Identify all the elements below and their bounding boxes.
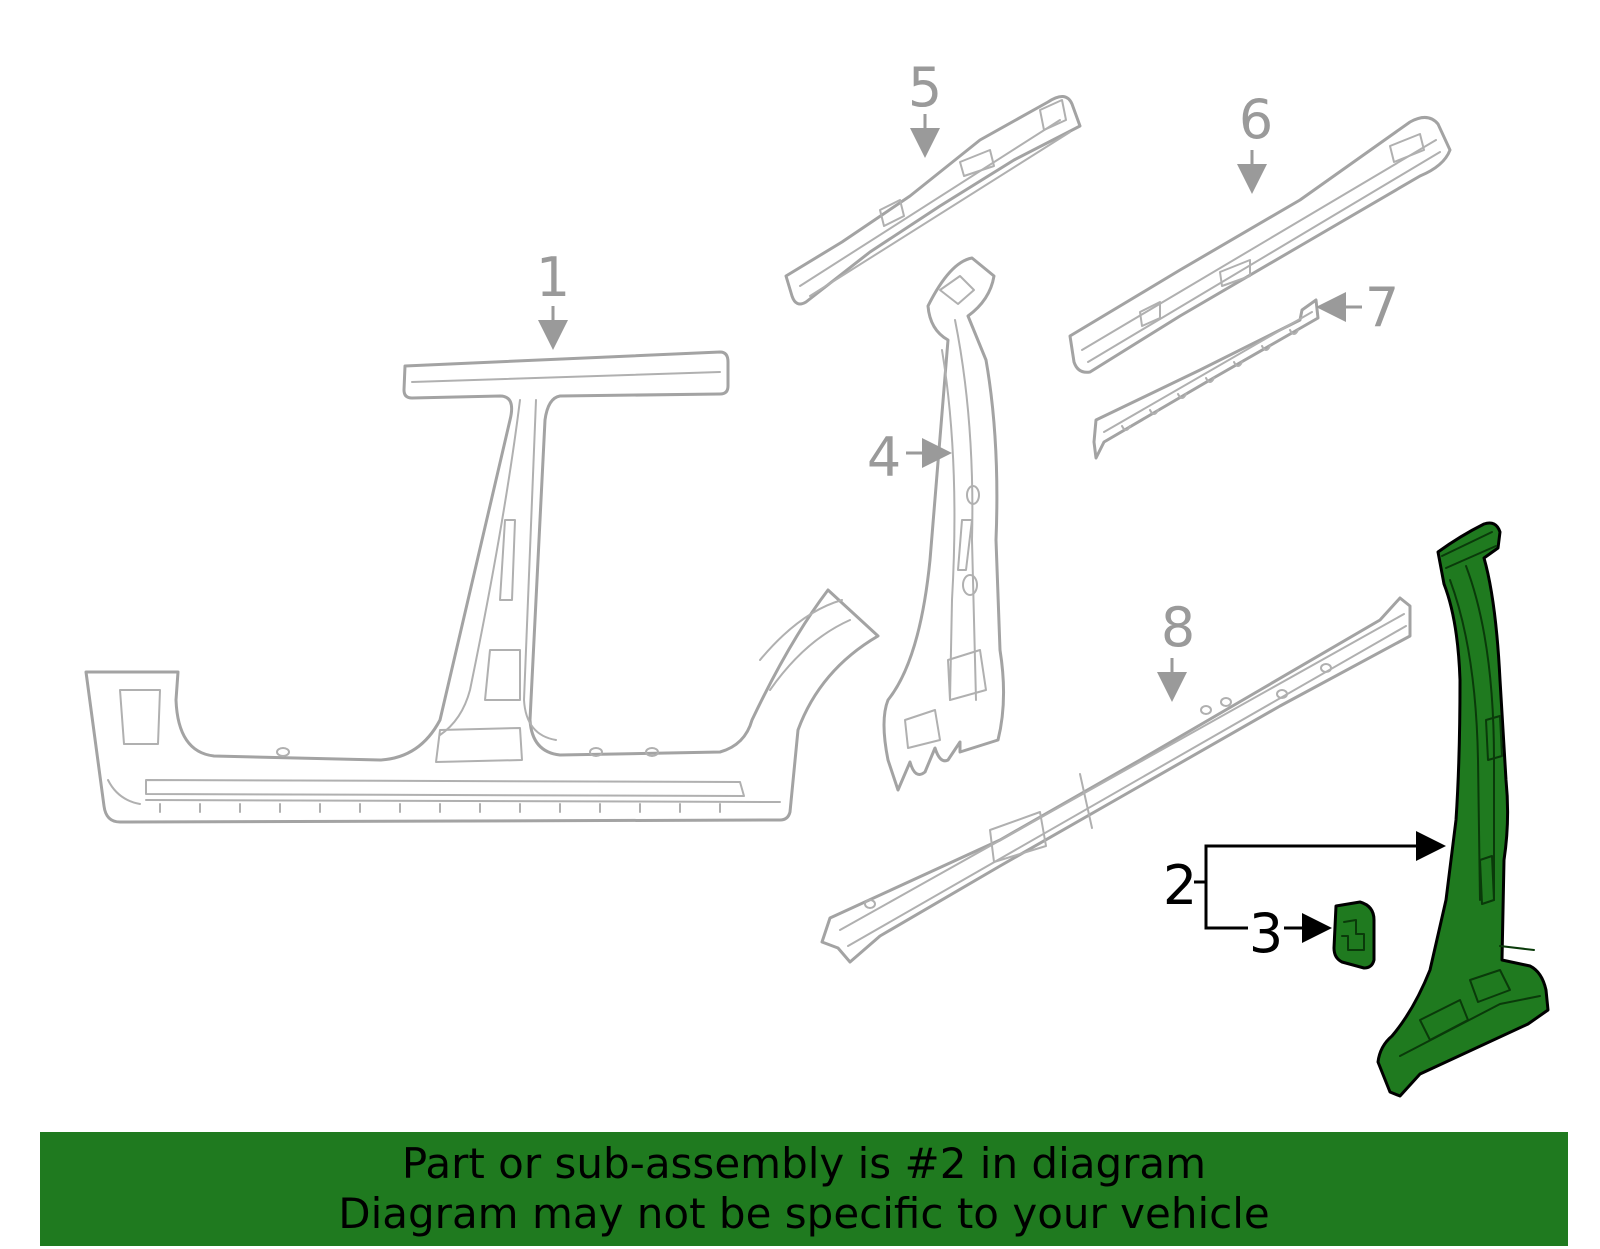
callout-6: 6 [1239, 88, 1273, 151]
info-banner: Part or sub-assembly is #2 in diagram Di… [40, 1132, 1568, 1246]
callout-3: 3 [1249, 902, 1283, 965]
part-7-rail-reinforcement[interactable] [1092, 298, 1320, 460]
part-1-body-side-panel[interactable] [84, 350, 880, 824]
part-6-roof-side-rail[interactable] [1068, 116, 1452, 374]
callout-leaders [538, 114, 1440, 943]
banner-line-1: Part or sub-assembly is #2 in diagram [401, 1139, 1207, 1188]
banner-line-2: Diagram may not be specific to your vehi… [338, 1189, 1270, 1238]
callout-8: 8 [1161, 596, 1195, 659]
callout-1: 1 [536, 246, 570, 309]
callout-5: 5 [908, 56, 942, 119]
part-3-bracket[interactable] [1332, 900, 1376, 970]
part-5-roof-rail-inner[interactable] [784, 95, 1082, 306]
part-4-pillar-reinforcement[interactable] [882, 256, 1006, 792]
callout-4: 4 [867, 426, 901, 489]
callout-7: 7 [1365, 276, 1399, 339]
callout-2: 2 [1163, 854, 1197, 917]
part-8-rocker-inner[interactable] [820, 596, 1412, 964]
part-2-highlighted-pillar[interactable] [1376, 521, 1550, 1098]
